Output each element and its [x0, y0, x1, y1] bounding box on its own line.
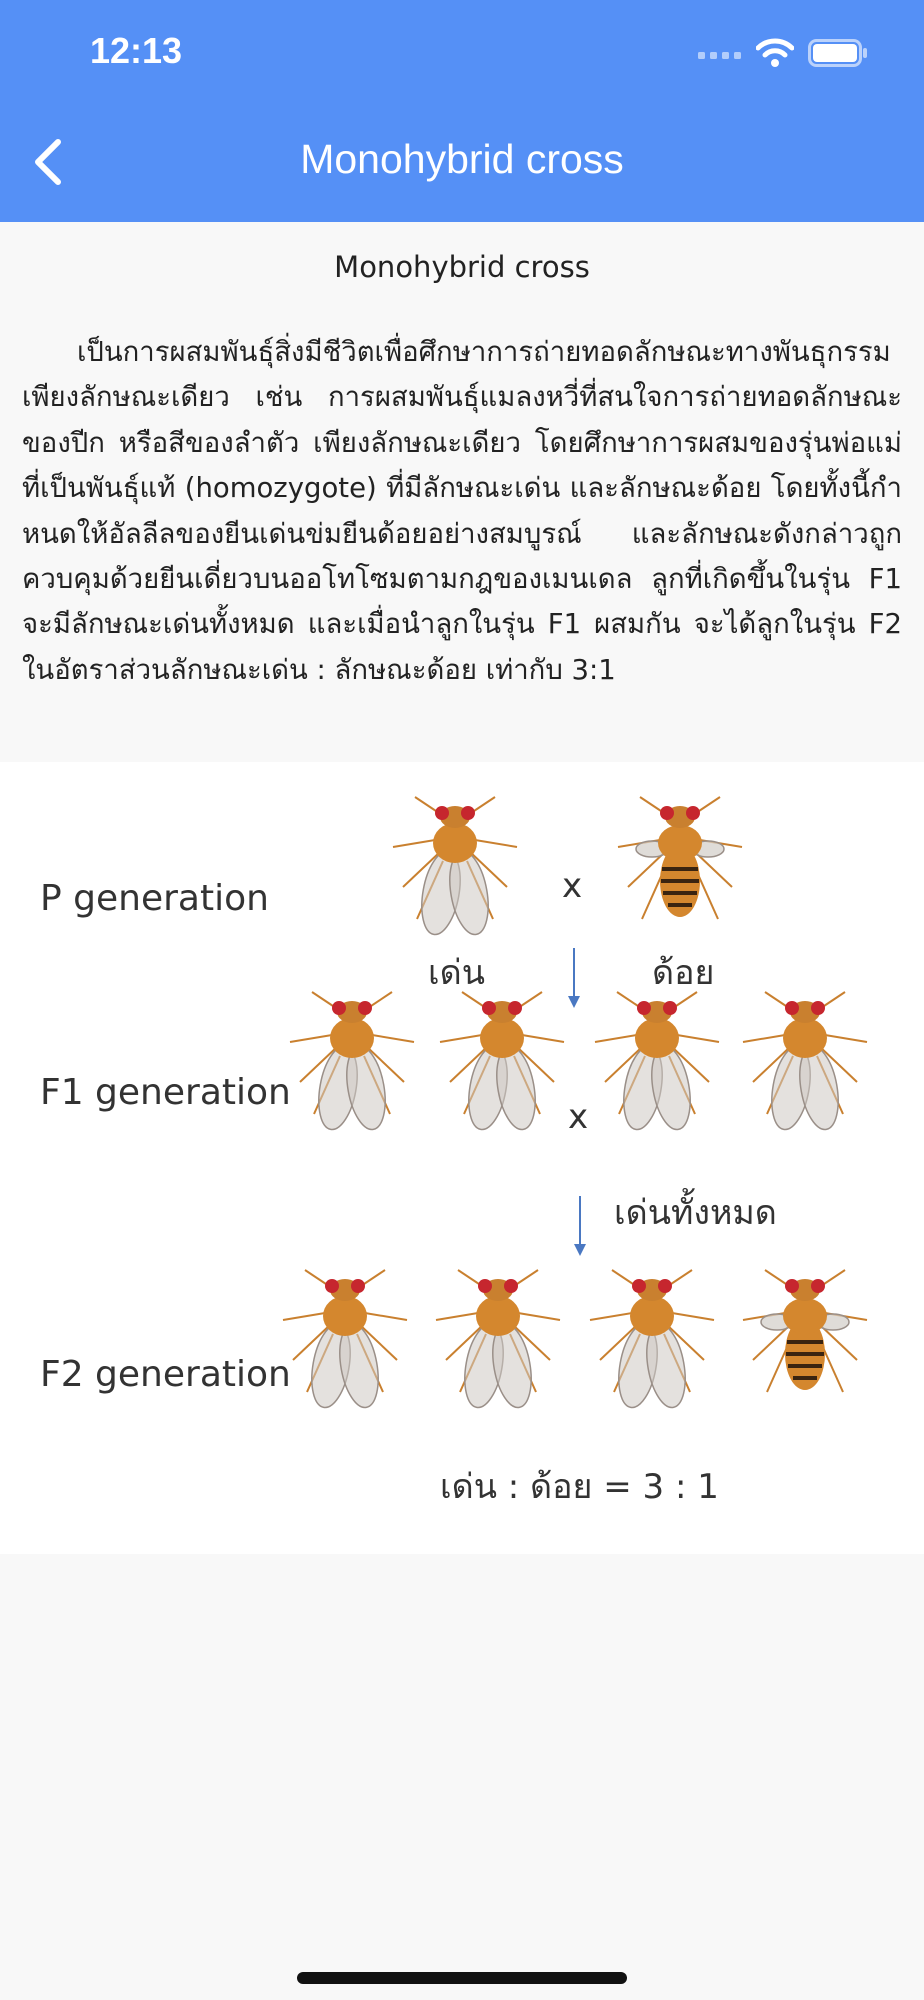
- p-generation-label: P generation: [40, 878, 269, 919]
- cross-symbol: x: [568, 1097, 588, 1137]
- back-button[interactable]: [26, 136, 72, 188]
- home-indicator: [297, 1972, 627, 1984]
- ratio-label: เด่น : ด้อย = 3 : 1: [440, 1467, 719, 1507]
- fruit-fly-icon: [392, 796, 518, 939]
- signal-icon: [698, 52, 741, 59]
- status-time: 12:13: [90, 30, 183, 71]
- description-paragraph: เป็นการผสมพันธุ์สิ่งมีชีวิตเพื่อศึกษาการ…: [22, 336, 902, 686]
- fruit-fly-icon: [589, 1269, 715, 1412]
- back-chevron-icon: [35, 139, 61, 185]
- down-arrow-icon: [574, 1196, 586, 1256]
- fruit-fly-icon: [435, 1269, 561, 1412]
- nav-title: Monohybrid cross: [300, 136, 624, 182]
- fruit-fly-icon: [742, 991, 868, 1134]
- wifi-icon: [756, 38, 794, 67]
- app-bar: 12:13 Monohybrid cross: [0, 0, 924, 222]
- cross-symbol: x: [562, 866, 582, 906]
- recessive-label: ด้อย: [652, 953, 714, 993]
- f1-generation-label: F1 generation: [40, 1072, 291, 1113]
- fruit-fly-icon: [439, 991, 565, 1134]
- content-title: Monohybrid cross: [334, 250, 590, 284]
- battery-icon: [808, 39, 867, 67]
- fruit-fly-icon: [289, 991, 415, 1134]
- fruit-fly-icon: [282, 1269, 408, 1412]
- fruit-fly-icon: [594, 991, 720, 1134]
- dominant-label: เด่น: [428, 953, 485, 993]
- fruit-fly-icon: [741, 1268, 869, 1394]
- fruit-fly-icon: [616, 795, 744, 921]
- status-icons: [698, 36, 868, 70]
- down-arrow-icon: [568, 948, 580, 1008]
- all-dominant-label: เด่นทั้งหมด: [614, 1188, 777, 1233]
- monohybrid-diagram: P generation x เด่น ด้อย F1 generation x…: [0, 762, 924, 1554]
- f2-generation-label: F2 generation: [40, 1354, 291, 1395]
